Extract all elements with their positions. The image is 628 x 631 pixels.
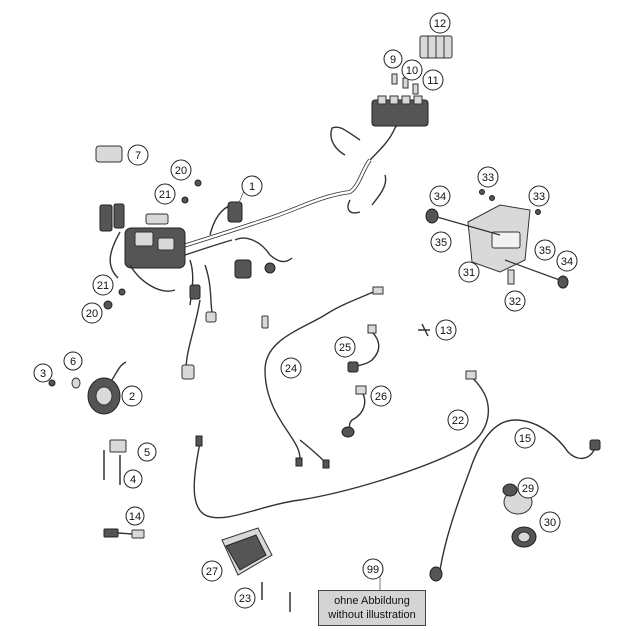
svg-text:22: 22 [452, 415, 464, 427]
callout-4: 4 [123, 469, 143, 489]
sensor-26 [341, 385, 367, 438]
svg-text:5: 5 [144, 447, 150, 459]
callout-9: 9 [383, 49, 403, 69]
svg-text:3: 3 [40, 368, 46, 380]
horn [48, 361, 127, 415]
svg-text:9: 9 [390, 54, 396, 66]
svg-text:30: 30 [544, 517, 556, 529]
svg-text:13: 13 [440, 325, 452, 337]
callout-33-right: 33 [528, 185, 550, 207]
svg-text:4: 4 [130, 474, 136, 486]
relay-block [371, 73, 429, 127]
callout-35-left: 35 [430, 231, 452, 253]
callout-25: 25 [334, 336, 356, 358]
callout-33-left: 33 [477, 166, 499, 188]
svg-text:21: 21 [159, 189, 171, 201]
callout-27: 27 [201, 560, 223, 582]
svg-text:25: 25 [339, 342, 351, 354]
connector-13 [418, 323, 430, 337]
svg-text:20: 20 [86, 308, 98, 320]
callout-1: 1 [241, 175, 263, 197]
callout-99: 99 [362, 558, 384, 580]
without-illustration-note: ohne Abbildung without illustration [318, 590, 426, 626]
svg-text:24: 24 [285, 363, 297, 375]
callout-30: 30 [539, 511, 561, 533]
svg-text:23: 23 [239, 593, 251, 605]
svg-text:32: 32 [509, 296, 521, 308]
svg-text:33: 33 [482, 172, 494, 184]
callout-26: 26 [370, 385, 392, 407]
svg-text:7: 7 [135, 150, 141, 162]
cable-22 [193, 370, 489, 519]
fuse-box [419, 35, 453, 59]
callout-14: 14 [125, 506, 145, 526]
svg-text:34: 34 [434, 191, 446, 203]
svg-text:2: 2 [129, 391, 135, 403]
callout-2: 2 [121, 385, 143, 407]
callout-24: 24 [280, 357, 302, 379]
svg-text:27: 27 [206, 566, 218, 578]
cable-15 [429, 419, 601, 582]
svg-text:33: 33 [533, 191, 545, 203]
svg-text:6: 6 [70, 356, 76, 368]
connector-7 [95, 145, 123, 163]
svg-text:20: 20 [175, 165, 187, 177]
svg-text:99: 99 [367, 564, 379, 576]
callout-20-top: 20 [170, 159, 192, 181]
sensor-25 [347, 324, 380, 373]
callout-35-right: 35 [534, 239, 556, 261]
callout-15: 15 [514, 427, 536, 449]
callout-5: 5 [137, 442, 157, 462]
svg-text:15: 15 [519, 433, 531, 445]
nuts-20-21 [103, 179, 202, 310]
bracket-5-and-bolts-4 [103, 439, 127, 485]
callout-21-bottom: 21 [92, 274, 114, 296]
note-line-german: ohne Abbildung [334, 595, 410, 607]
connector-14 [103, 528, 145, 539]
svg-text:11: 11 [427, 75, 438, 87]
svg-text:26: 26 [375, 391, 387, 403]
svg-text:31: 31 [463, 267, 475, 279]
svg-text:14: 14 [129, 511, 141, 523]
cable-24 [264, 286, 384, 469]
callout-23: 23 [234, 587, 256, 609]
svg-text:12: 12 [434, 18, 446, 30]
callouts: 12 9 10 11 7 20 1 21 33 34 33 35 35 34 3… [33, 12, 578, 609]
svg-text:29: 29 [522, 483, 534, 495]
svg-text:21: 21 [97, 280, 109, 292]
note-line-english: without illustration [328, 609, 416, 621]
callout-31: 31 [458, 261, 480, 283]
callout-34-bottom: 34 [556, 250, 578, 272]
callout-29: 29 [517, 477, 539, 499]
callout-12: 12 [429, 12, 451, 34]
callout-13: 13 [435, 319, 457, 341]
svg-text:35: 35 [435, 237, 447, 249]
callout-11: 11 [422, 69, 444, 91]
main-wiring-harness [99, 117, 403, 380]
callout-10: 10 [401, 59, 423, 81]
callout-22: 22 [447, 409, 469, 431]
control-unit-bracket [425, 189, 569, 289]
callout-7: 7 [127, 144, 149, 166]
callout-32: 32 [504, 290, 526, 312]
svg-text:10: 10 [406, 65, 418, 77]
callout-3: 3 [33, 363, 53, 383]
svg-text:35: 35 [539, 245, 551, 257]
callout-21-top: 21 [154, 183, 176, 205]
svg-text:1: 1 [249, 181, 255, 193]
voltage-regulator [221, 527, 291, 612]
callout-34-top: 34 [429, 185, 451, 207]
callout-20-bottom: 20 [81, 302, 103, 324]
callout-6: 6 [63, 351, 83, 371]
svg-text:34: 34 [561, 256, 573, 268]
